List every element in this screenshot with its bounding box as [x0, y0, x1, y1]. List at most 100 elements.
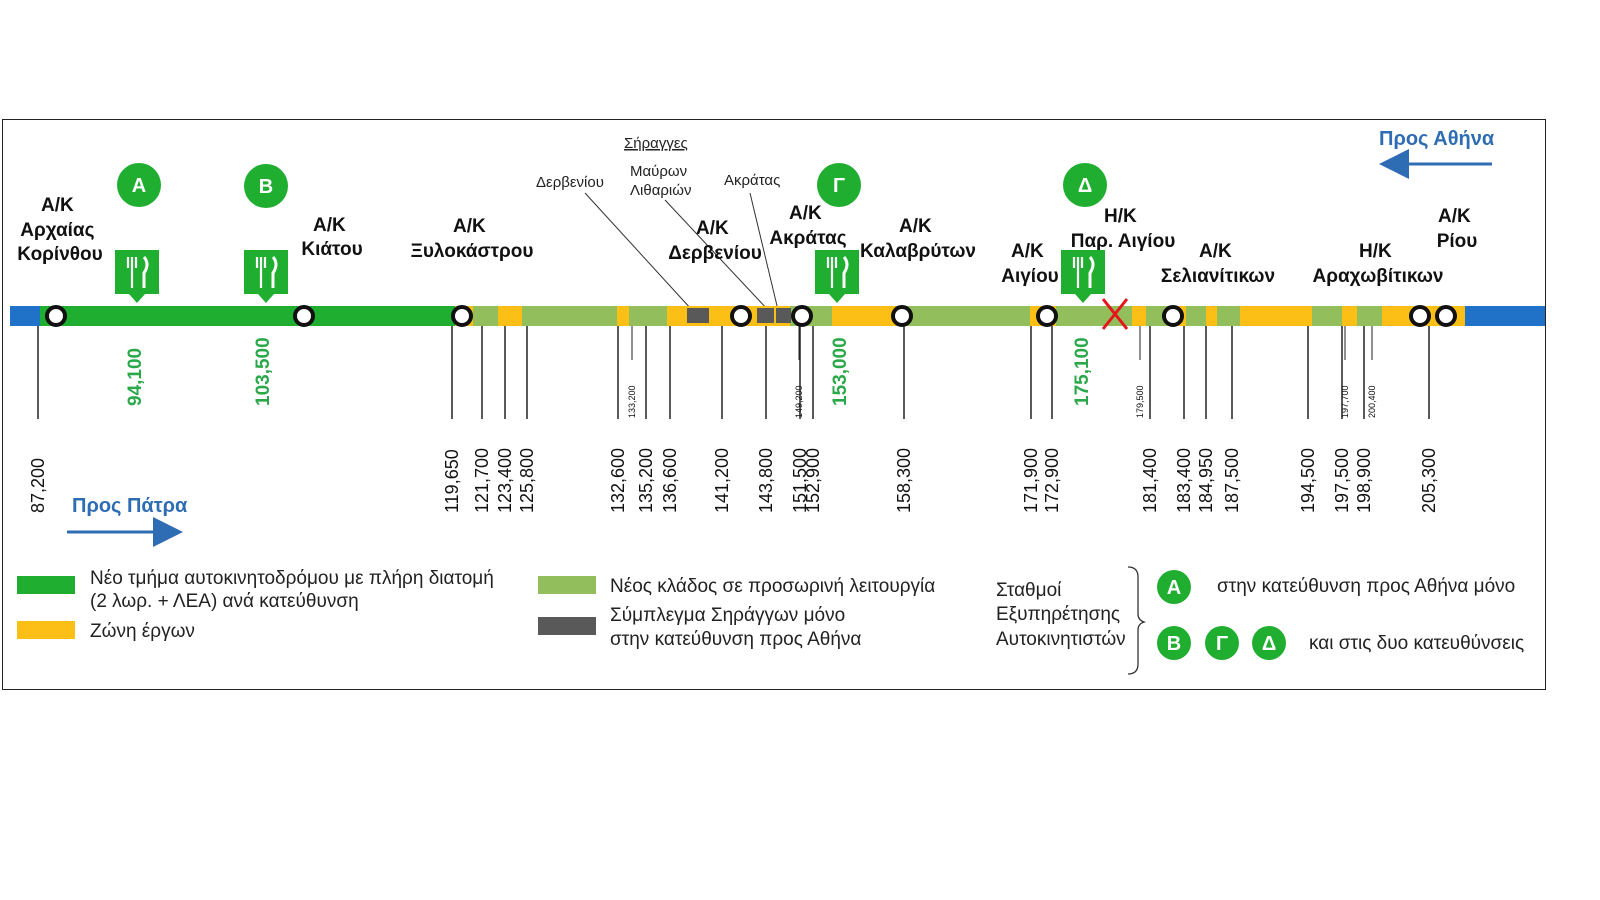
knife-icon — [1088, 256, 1095, 288]
km-label: 181,400 — [1140, 448, 1160, 513]
fork-icon — [126, 257, 138, 288]
bar-segment-works — [1342, 306, 1357, 326]
interchange-derveniou: Α/Κ Δερβενίου — [668, 218, 762, 264]
interchange-aigiou: Α/Κ Αιγίου — [1001, 241, 1059, 287]
bar-segment-works — [1206, 306, 1217, 326]
km-label: 151,500 — [790, 448, 810, 513]
legend-swatch-temporary — [538, 576, 596, 594]
service-station-circle-icon — [117, 163, 161, 207]
service-station-km: 175,100 — [1072, 337, 1093, 406]
km-label-small: 197,700 — [1340, 385, 1350, 418]
highway-bar — [10, 305, 1545, 327]
legend-station-g-icon — [1205, 626, 1239, 660]
bar-segment-temporary — [629, 306, 667, 326]
bar-segment-temporary — [522, 306, 617, 326]
bar-segment-existing — [1465, 306, 1545, 326]
service-station-letter: Γ — [833, 175, 845, 197]
bar-segment-temporary — [473, 306, 498, 326]
tunnels-heading: Σήραγγες — [624, 135, 688, 152]
interchange-node-icon — [1036, 305, 1058, 327]
diagram-frame — [2, 119, 1546, 690]
restaurant-marker-icon — [115, 250, 159, 294]
service-station-km: 94,100 — [125, 348, 146, 406]
legend-works: Ζώνη έργων — [90, 621, 195, 642]
direction-patras-label: Προς Πάτρα — [72, 495, 188, 517]
interchange-node-icon — [730, 305, 752, 327]
direction-athens-label: Προς Αθήνα — [1379, 128, 1495, 150]
interchange-kalavryton: Α/Κ Καλαβρύτων — [860, 216, 976, 262]
km-label-small: 133,200 — [627, 385, 637, 418]
km-label: 119,650 — [442, 449, 462, 513]
bar-segment-new_full — [40, 306, 455, 326]
restaurant-marker-icon — [1061, 250, 1105, 294]
legend-stations-title-2: Εξυπηρέτησης — [996, 604, 1120, 625]
interchange-node-icon — [451, 305, 473, 327]
km-label: 184,950 — [1196, 448, 1216, 513]
km-label-small: 200,400 — [1367, 385, 1377, 418]
bar-segment-works — [1240, 306, 1312, 326]
interchange-node-icon — [891, 305, 913, 327]
closed-interchange-cross-icon — [1101, 298, 1129, 330]
tunnel-derveniou-pointer — [584, 192, 693, 311]
interchange-selianitikon: Α/Κ Σελιανίτικων — [1161, 241, 1275, 287]
km-label: 143,800 — [756, 448, 776, 513]
service-station-letter: Δ — [1078, 175, 1092, 197]
fork-icon — [826, 257, 838, 288]
bar-segment-works — [617, 306, 629, 326]
interchange-archaias-korinthou: Α/Κ Αρχαίας Κορίνθου — [17, 195, 102, 265]
interchange-riou: Α/Κ Ρίου — [1437, 206, 1478, 252]
tunnel-block — [687, 308, 709, 323]
km-label: 197,500 — [1332, 448, 1352, 513]
legend-temporary: Νέος κλάδος σε προσωρινή λειτουργία — [610, 576, 935, 597]
km-label: 194,500 — [1298, 448, 1318, 513]
km-label: 198,900 — [1354, 448, 1374, 513]
legend-stations-title-1: Σταθμοί — [996, 580, 1062, 601]
bar-segment-existing — [10, 306, 40, 326]
km-label: 183,400 — [1174, 448, 1194, 513]
legend-swatch-tunnels — [538, 617, 596, 635]
bar-segment-temporary — [1357, 306, 1382, 326]
km-label: 152,900 — [803, 448, 823, 513]
tunnel-akratas-pointer — [749, 192, 779, 311]
service-station-circle-icon — [1063, 163, 1107, 207]
km-label: 123,400 — [495, 448, 515, 513]
service-station-circle-icon — [244, 164, 288, 208]
restaurant-marker-icon — [815, 250, 859, 294]
service-station-letter: Α — [132, 175, 146, 197]
bar-segment-temporary — [1312, 306, 1342, 326]
legend-tunnels-line2: στην κατεύθυνση προς Αθήνα — [610, 629, 861, 650]
interchange-par-aigiou: Η/Κ Παρ. Αιγίου — [1071, 206, 1176, 252]
km-label: 205,300 — [1419, 448, 1439, 513]
service-station-km: 153,000 — [830, 337, 851, 406]
km-label: 158,300 — [894, 448, 914, 513]
legend: Νέο τμήμα αυτοκινητοδρόμου με πλήρη διατ… — [17, 566, 1524, 675]
svg-text:Δ: Δ — [1262, 633, 1276, 655]
km-label: 171,900 — [1021, 448, 1041, 513]
bar-segment-temporary — [896, 306, 1030, 326]
interchange-node-icon — [1162, 305, 1184, 327]
interchange-node-icon — [1435, 305, 1457, 327]
legend-station-a-icon — [1157, 570, 1191, 604]
bar-segment-temporary — [1186, 306, 1206, 326]
bar-segment-temporary — [1217, 306, 1240, 326]
interchange-node-icon — [1409, 305, 1431, 327]
tunnel-mavron-label-2: Λιθαριών — [630, 182, 691, 199]
km-label: 132,600 — [608, 448, 628, 513]
tunnel-akratas-label: Ακράτας — [724, 172, 780, 189]
legend-both-directions: και στις δυο κατευθύνσεις — [1309, 633, 1524, 654]
km-label: 135,200 — [636, 448, 656, 513]
interchange-node-icon — [293, 305, 315, 327]
legend-station-b-icon — [1157, 626, 1191, 660]
interchange-kiatou: Α/Κ Κιάτου — [301, 215, 362, 260]
legend-tunnels-line1: Σύμπλεγμα Σηράγγων μόνο — [610, 605, 845, 626]
svg-text:Β: Β — [1167, 633, 1181, 655]
bar-segment-works — [1132, 306, 1146, 326]
interchange-arachovitikon: Η/Κ Αραχωβίτικων — [1313, 241, 1444, 287]
fork-icon — [255, 257, 267, 288]
legend-brace — [1127, 566, 1147, 675]
legend-swatch-works — [17, 621, 75, 639]
legend-swatch-new-full — [17, 576, 75, 594]
knife-icon — [142, 256, 149, 288]
km-label: 125,800 — [517, 448, 537, 513]
